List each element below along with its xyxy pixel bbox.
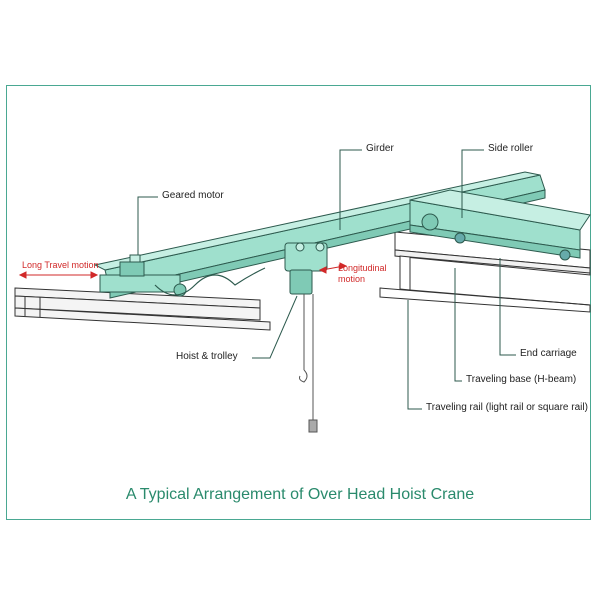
label-hoist-trolley: Hoist & trolley bbox=[176, 351, 238, 362]
label-side-roller: Side roller bbox=[488, 143, 534, 154]
label-girder: Girder bbox=[366, 143, 394, 154]
diagram-caption: A Typical Arrangement of Over Head Hoist… bbox=[125, 486, 475, 503]
label-longitudinal-motion: Longitudinal motion bbox=[338, 263, 387, 284]
callout-lines bbox=[137, 149, 516, 410]
label-traveling-rail: Traveling rail (light rail or square rai… bbox=[426, 402, 588, 413]
hoist-trolley bbox=[284, 242, 328, 295]
label-geared-motor: Geared motor bbox=[162, 190, 224, 201]
hoist-chain bbox=[299, 294, 318, 433]
label-long-travel-motion: Long Travel motion bbox=[22, 260, 99, 270]
festoon-cable bbox=[154, 267, 266, 296]
label-traveling-base: Traveling base (H-beam) bbox=[466, 374, 577, 385]
left-runway-rail bbox=[14, 287, 271, 331]
label-end-carriage: End carriage bbox=[520, 348, 577, 359]
left-end-carriage bbox=[99, 254, 187, 297]
end-carriage bbox=[409, 189, 591, 261]
motion-arrows bbox=[18, 262, 348, 279]
